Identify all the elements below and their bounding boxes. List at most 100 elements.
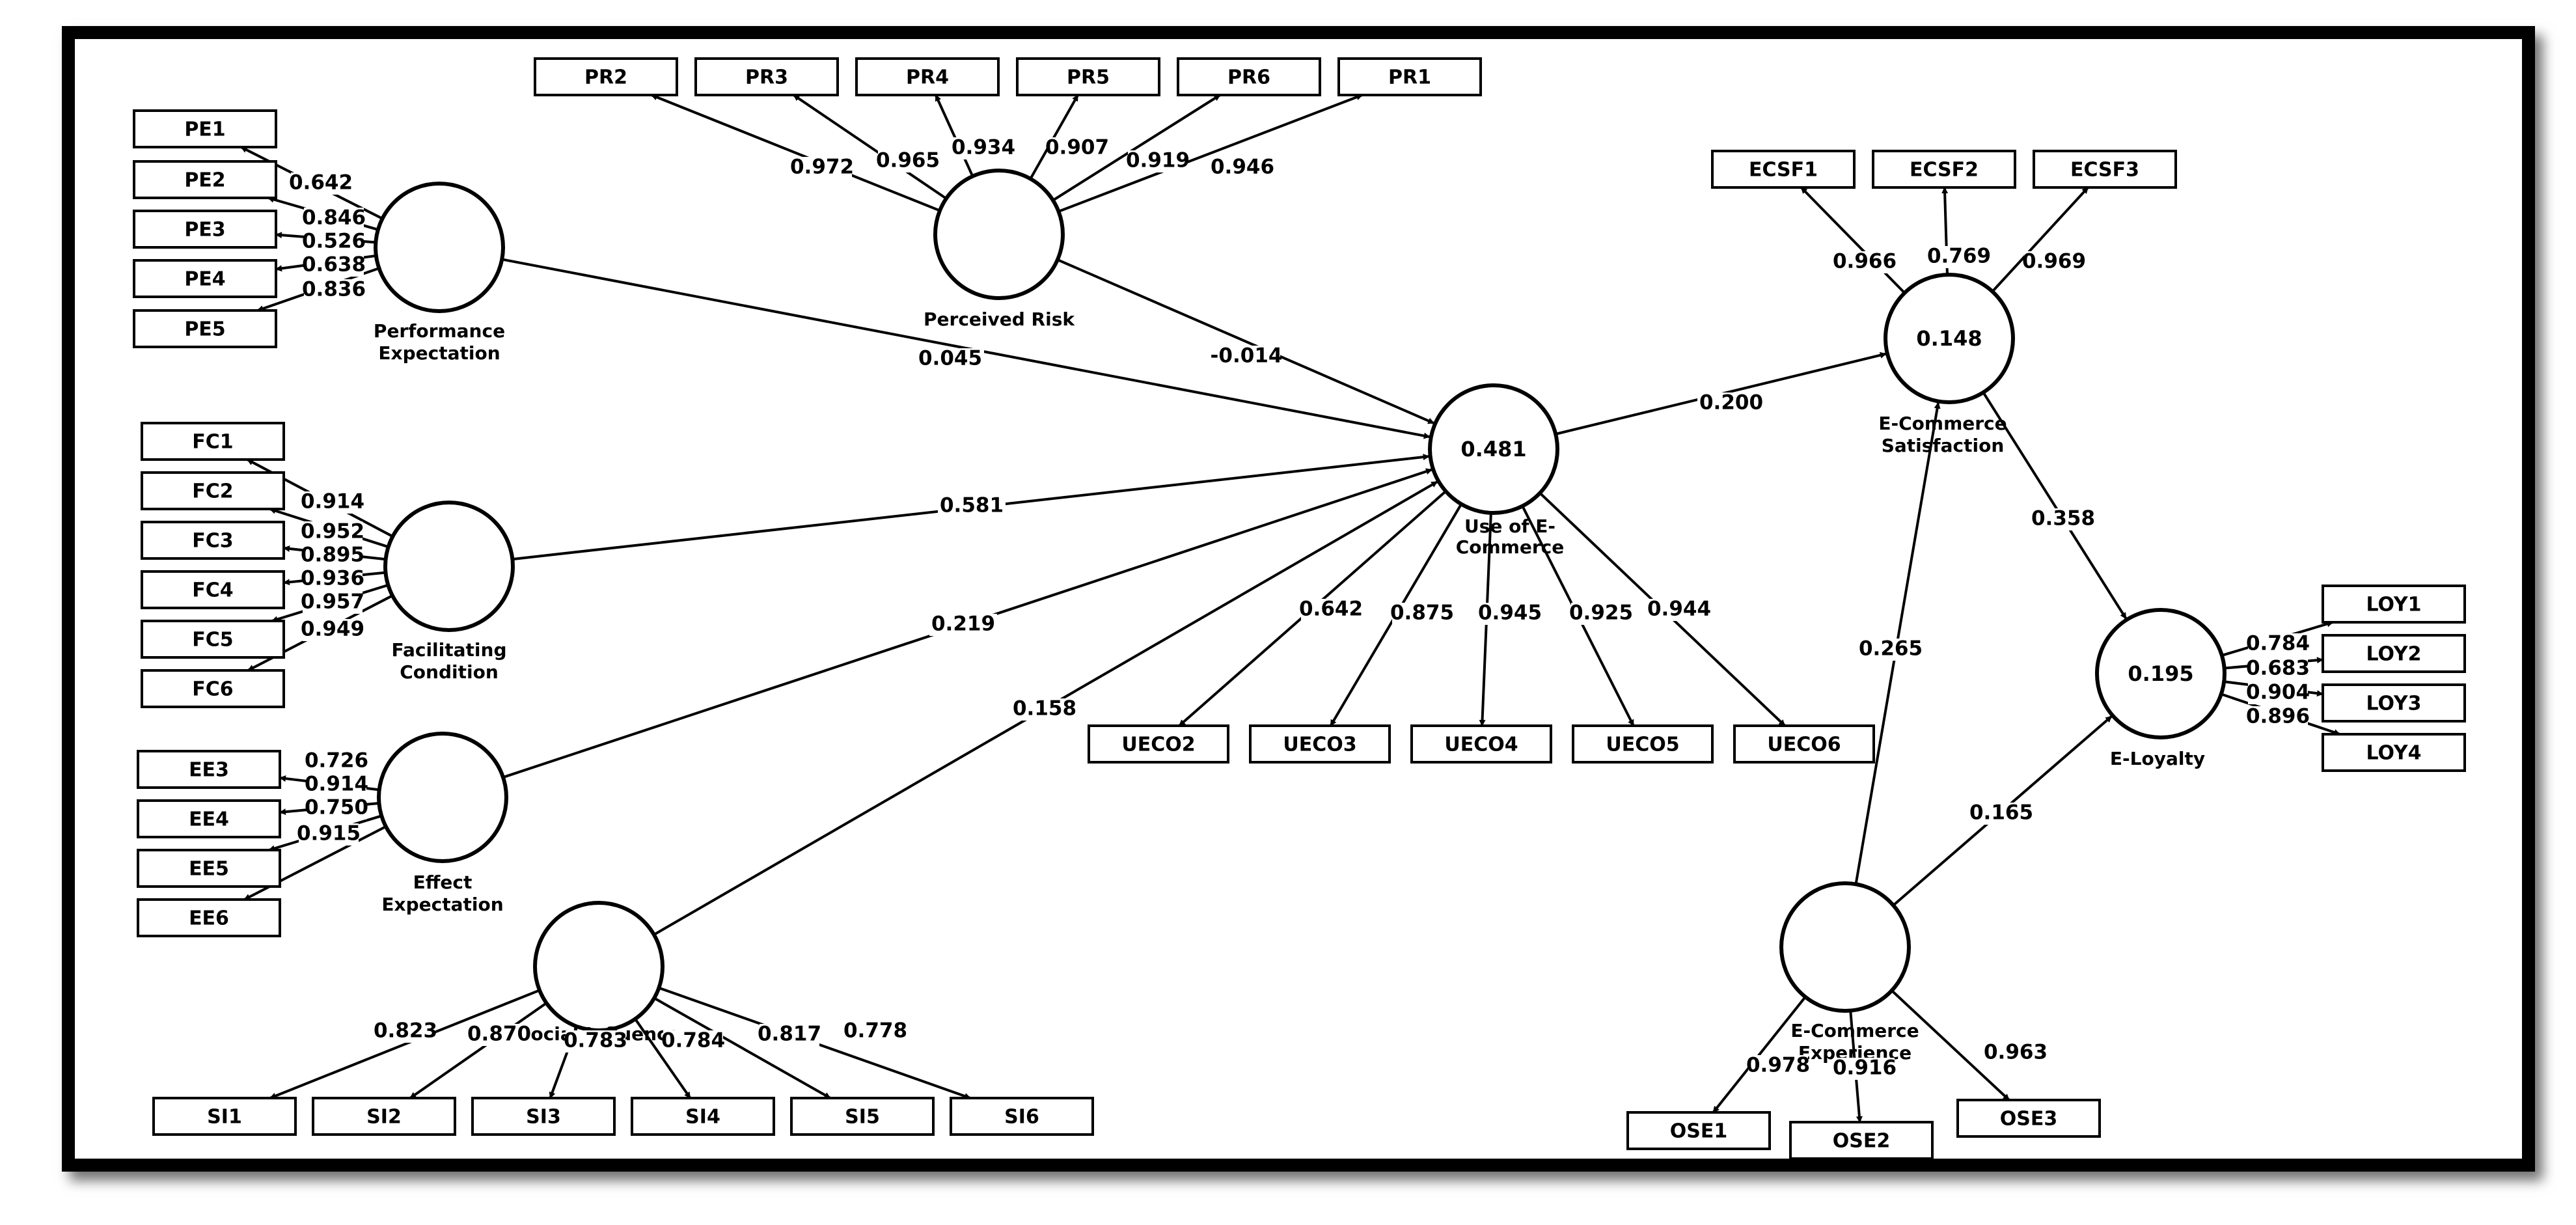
loading-arrow bbox=[409, 1002, 547, 1099]
loading-value-loy2: 0.683 bbox=[2246, 657, 2310, 680]
indicator-box-pe2 bbox=[133, 160, 277, 199]
loading-value-pr5: 0.907 bbox=[1045, 136, 1109, 159]
latent-label-effect-expectation: Effect bbox=[413, 872, 473, 893]
loading-value-pr6: 0.919 bbox=[1126, 149, 1190, 172]
indicator-label-ose3: OSE3 bbox=[2000, 1108, 2057, 1131]
loading-value-fc1: 0.914 bbox=[301, 490, 364, 514]
latent-circle-e-loyalty bbox=[2095, 608, 2227, 739]
indicator-box-fc1 bbox=[141, 422, 285, 461]
path-label-bg bbox=[2029, 508, 2097, 530]
indicator-box-loy4 bbox=[2322, 733, 2466, 772]
indicator-label-si1: SI1 bbox=[207, 1106, 242, 1129]
loading-label-bg bbox=[1986, 1042, 2046, 1064]
loading-label-bg bbox=[303, 545, 363, 567]
indicator-label-loy4: LOY4 bbox=[2366, 742, 2421, 765]
loading-value-fc6: 0.949 bbox=[301, 618, 364, 641]
latent-circle-ecommerce-satisfaction bbox=[1884, 273, 2015, 404]
latent-circle-effect-expectation bbox=[377, 732, 508, 863]
loading-label-bg bbox=[1301, 599, 1361, 621]
indicator-box-ose2 bbox=[1789, 1121, 1934, 1159]
loading-value-pe1: 0.642 bbox=[289, 171, 353, 195]
loading-label-bg bbox=[307, 750, 366, 773]
loading-label-bg bbox=[1047, 137, 1107, 159]
indicator-box-pr3 bbox=[694, 57, 839, 96]
indicator-box-ueco6 bbox=[1733, 724, 1875, 764]
latent-circle-ecommerce-experience bbox=[1779, 881, 1911, 1013]
indicator-box-ecsf2 bbox=[1872, 150, 2016, 189]
loading-value-si3: 0.783 bbox=[564, 1029, 627, 1053]
latent-label-effect-expectation-line2: Expectation bbox=[381, 894, 503, 915]
path-arrow-pe-to-use bbox=[501, 258, 1431, 439]
r-squared-e-loyalty: 0.195 bbox=[2128, 661, 2193, 686]
indicator-box-pr1 bbox=[1337, 57, 1482, 96]
indicator-label-fc4: FC4 bbox=[192, 579, 233, 602]
path-coefficient-si-to-use: 0.158 bbox=[1013, 697, 1076, 721]
loading-value-si4: 0.784 bbox=[661, 1029, 725, 1053]
loading-value-loy1: 0.784 bbox=[2246, 632, 2310, 655]
indicator-box-pe3 bbox=[133, 210, 277, 249]
path-label-bg bbox=[1011, 698, 1078, 721]
latent-circle-perceived-risk bbox=[933, 169, 1065, 300]
indicator-label-fc2: FC2 bbox=[192, 480, 233, 503]
loading-value-si2: 0.870 bbox=[467, 1023, 531, 1046]
path-label-bg bbox=[1967, 803, 2035, 825]
loading-label-bg bbox=[663, 1030, 723, 1053]
loading-value-si6: 0.778 bbox=[843, 1019, 907, 1043]
loading-value-loy4: 0.896 bbox=[2246, 705, 2310, 728]
indicator-label-pr1: PR1 bbox=[1388, 66, 1431, 89]
loading-value-fc3: 0.895 bbox=[301, 544, 364, 567]
loading-value-ueco2: 0.642 bbox=[1299, 598, 1363, 621]
indicator-box-fc6 bbox=[141, 669, 285, 708]
r-squared-use-of-ecommerce: 0.481 bbox=[1460, 437, 1526, 461]
loading-label-bg bbox=[760, 1024, 819, 1046]
indicator-label-pe1: PE1 bbox=[184, 118, 225, 141]
loading-arrow bbox=[653, 997, 831, 1099]
loading-arrow bbox=[934, 94, 974, 177]
indicator-label-fc6: FC6 bbox=[192, 678, 233, 701]
loading-value-ose1: 0.978 bbox=[1746, 1054, 1810, 1077]
path-coefficient-exp-to-loy: 0.165 bbox=[1969, 801, 2033, 825]
loading-label-bg bbox=[1213, 157, 1272, 179]
loading-value-ecsf2: 0.769 bbox=[1927, 245, 1991, 268]
indicator-box-ee5 bbox=[137, 849, 281, 888]
loading-label-bg bbox=[291, 172, 351, 195]
indicator-label-si3: SI3 bbox=[526, 1106, 561, 1129]
latent-label-perceived-risk: Perceived Risk bbox=[924, 309, 1075, 330]
loading-label-bg bbox=[303, 568, 363, 590]
loading-arrow bbox=[1058, 94, 1363, 213]
indicator-box-loy1 bbox=[2322, 585, 2466, 624]
loading-value-ee4: 0.914 bbox=[305, 773, 368, 796]
indicator-label-pe4: PE4 bbox=[184, 268, 225, 291]
loading-label-bg bbox=[307, 774, 366, 796]
loading-arrow bbox=[269, 989, 540, 1099]
loading-arrow bbox=[634, 1018, 692, 1099]
loading-value-pr4: 0.934 bbox=[952, 136, 1015, 159]
indicator-box-si2 bbox=[312, 1097, 456, 1136]
indicator-label-fc3: FC3 bbox=[192, 530, 233, 553]
indicator-label-pr6: PR6 bbox=[1227, 66, 1270, 89]
loading-label-bg bbox=[303, 619, 363, 641]
loading-value-pr2: 0.972 bbox=[790, 156, 854, 179]
indicator-label-pr3: PR3 bbox=[745, 66, 788, 89]
indicator-box-ee4 bbox=[137, 799, 281, 838]
loading-arrow bbox=[1029, 94, 1079, 180]
loading-value-ueco3: 0.875 bbox=[1390, 601, 1454, 625]
loading-label-bg bbox=[303, 491, 363, 514]
loading-label-bg bbox=[304, 208, 364, 230]
loading-value-ee5: 0.750 bbox=[305, 796, 368, 819]
indicator-label-ose1: OSE1 bbox=[1670, 1120, 1727, 1143]
loading-value-ee6: 0.915 bbox=[297, 822, 361, 846]
loading-value-fc2: 0.952 bbox=[301, 520, 364, 544]
path-coefficient-pr-to-use: -0.014 bbox=[1211, 344, 1283, 368]
indicator-label-ose2: OSE2 bbox=[1833, 1130, 1890, 1153]
loading-arrow bbox=[793, 94, 948, 200]
indicator-box-loy2 bbox=[2322, 634, 2466, 673]
loading-arrow bbox=[1800, 186, 1906, 294]
indicator-label-loy1: LOY1 bbox=[2366, 594, 2421, 616]
path-label-bg bbox=[916, 348, 984, 370]
indicator-label-ueco2: UECO2 bbox=[1121, 734, 1195, 756]
loading-label-bg bbox=[878, 150, 938, 172]
loading-value-ueco5: 0.925 bbox=[1569, 601, 1633, 625]
